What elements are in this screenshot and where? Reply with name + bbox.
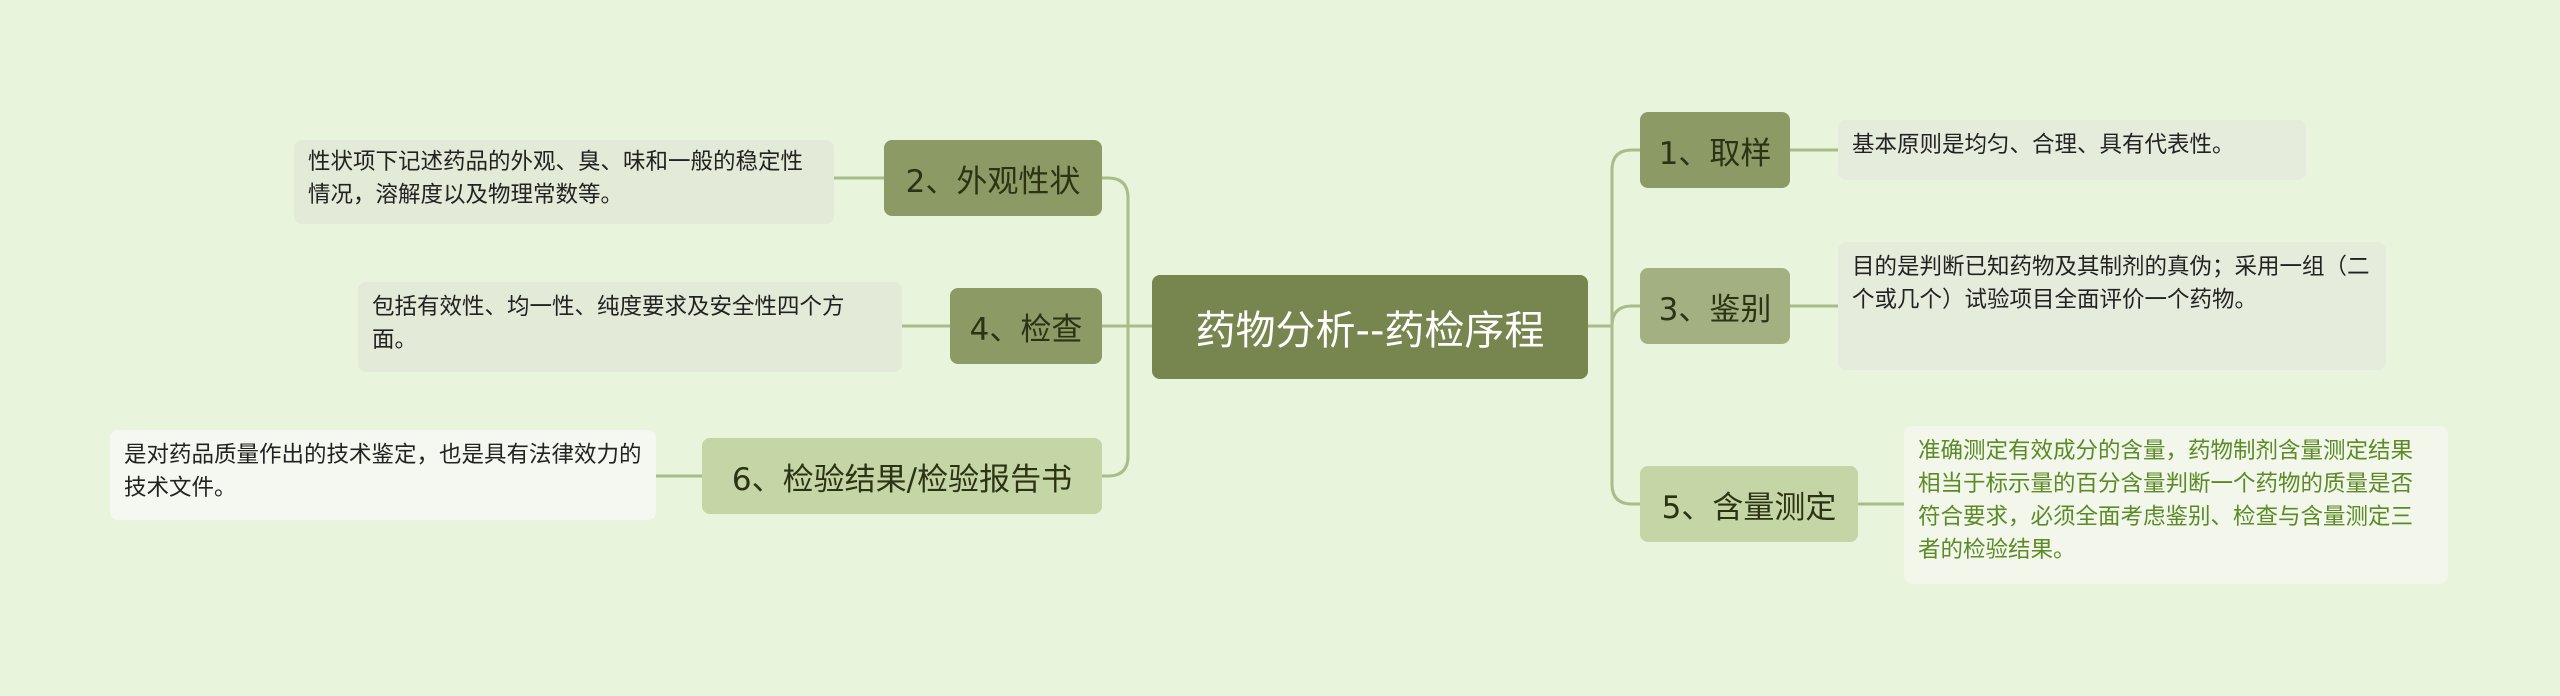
detail-sampling: 基本原则是均匀、合理、具有代表性。: [1838, 120, 2306, 180]
detail-identification: 目的是判断已知药物及其制剂的真伪；采用一组（二个或几个）试验项目全面评价一个药物…: [1838, 242, 2386, 370]
detail-assay-text: 准确测定有效成分的含量，药物制剂含量测定结果相当于标示量的百分含量判断一个药物的…: [1918, 438, 2414, 563]
topic-identification-label: 3、鉴别: [1658, 291, 1772, 328]
detail-report-text: 是对药品质量作出的技术鉴定，也是具有法律效力的技术文件。: [124, 442, 642, 501]
link-right-topic-1: [1610, 148, 1640, 326]
topic-report-label: 6、检验结果/检验报告书: [731, 461, 1073, 498]
topic-sampling-label: 1、取样: [1658, 135, 1772, 172]
topic-appearance[interactable]: 2、外观性状: [884, 140, 1102, 216]
link-right-topic-3: [1610, 304, 1640, 327]
link-right-topic-5: [1610, 326, 1640, 506]
detail-appearance: 性状项下记述药品的外观、臭、味和一般的稳定性情况，溶解度以及物理常数等。: [294, 140, 834, 224]
detail-sampling-text: 基本原则是均匀、合理、具有代表性。: [1852, 132, 2235, 158]
topic-assay-label: 5、含量测定: [1661, 489, 1837, 526]
detail-report: 是对药品质量作出的技术鉴定，也是具有法律效力的技术文件。: [110, 430, 656, 520]
detail-identification-text: 目的是判断已知药物及其制剂的真伪；采用一组（二个或几个）试验项目全面评价一个药物…: [1852, 254, 2370, 313]
topic-identification[interactable]: 3、鉴别: [1640, 268, 1790, 344]
topic-inspection[interactable]: 4、检查: [950, 288, 1102, 364]
topic-assay[interactable]: 5、含量测定: [1640, 466, 1858, 542]
topic-inspection-label: 4、检查: [969, 311, 1083, 348]
detail-inspection: 包括有效性、均一性、纯度要求及安全性四个方面。: [358, 282, 902, 372]
topic-report[interactable]: 6、检验结果/检验报告书: [702, 438, 1102, 514]
link-left-topic-2: [1102, 176, 1130, 326]
link-left-topic-6: [1102, 326, 1130, 478]
topic-appearance-label: 2、外观性状: [905, 163, 1081, 200]
detail-assay: 准确测定有效成分的含量，药物制剂含量测定结果相当于标示量的百分含量判断一个药物的…: [1904, 426, 2448, 584]
root-topic-label: 药物分析--药检序程: [1195, 308, 1545, 354]
detail-inspection-text: 包括有效性、均一性、纯度要求及安全性四个方面。: [372, 294, 845, 353]
topic-sampling[interactable]: 1、取样: [1640, 112, 1790, 188]
detail-appearance-text: 性状项下记述药品的外观、臭、味和一般的稳定性情况，溶解度以及物理常数等。: [308, 149, 804, 208]
root-topic[interactable]: 药物分析--药检序程: [1152, 275, 1588, 379]
